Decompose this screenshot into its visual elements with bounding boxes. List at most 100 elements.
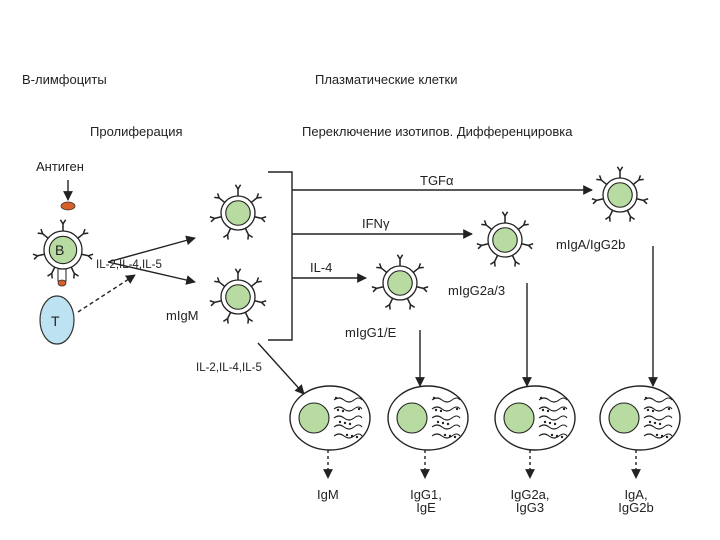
antibody-receptor-icon bbox=[250, 193, 262, 203]
antibody-receptor-icon bbox=[511, 254, 521, 267]
plasma-nucleus bbox=[503, 402, 535, 434]
antibody-receptor-icon bbox=[250, 277, 262, 287]
connectors bbox=[63, 171, 658, 479]
endoplasmic-reticulum bbox=[643, 396, 673, 439]
mig-a-cell bbox=[591, 166, 649, 222]
endoplasmic-reticulum bbox=[538, 396, 568, 439]
antibody-receptor-icon bbox=[616, 166, 624, 178]
migm-label: mIgM bbox=[166, 308, 199, 323]
mig-g1-label: mIgG1/E bbox=[345, 325, 397, 340]
plasma-cell-igg2a bbox=[494, 385, 576, 451]
antibody-receptor-icon bbox=[416, 286, 429, 293]
arrow-to-upper-cell bbox=[107, 235, 196, 263]
antibody-receptor-icon bbox=[626, 209, 636, 222]
plasma-cell-igg1 bbox=[387, 385, 469, 451]
antibody-receptor-icon bbox=[596, 175, 608, 185]
tcr-receptor bbox=[57, 267, 67, 282]
antibody-receptor-icon bbox=[396, 254, 404, 266]
antibody-receptor-icon bbox=[234, 268, 242, 280]
cell-nucleus bbox=[48, 235, 78, 265]
antibody-receptor-icon bbox=[604, 209, 614, 222]
antibody-receptor-icon bbox=[214, 193, 226, 203]
antibody-receptor-icon bbox=[489, 254, 499, 267]
product-igg1-line1: IgG1, bbox=[410, 487, 442, 502]
plasma-arrow-1 bbox=[257, 342, 305, 395]
mig-g2a-label: mIgG2a/3 bbox=[448, 283, 506, 298]
plasma-nucleus bbox=[396, 402, 428, 434]
b-cell bbox=[32, 219, 94, 279]
cell-nucleus bbox=[225, 200, 251, 226]
tgf-label: TGFα bbox=[420, 173, 454, 188]
product-iga: IgA, IgG2b bbox=[604, 488, 668, 514]
b-cells bbox=[32, 166, 649, 324]
antibody-receptor-icon bbox=[406, 297, 416, 310]
cell-nucleus bbox=[387, 270, 413, 296]
product-igg1: IgG1, IgE bbox=[400, 488, 452, 514]
switching-heading: Переключение изотипов. Дифференцировка bbox=[302, 124, 573, 139]
mig-g1-cell bbox=[371, 254, 429, 310]
arrow-to-lower-cell bbox=[107, 261, 196, 285]
b-cells-heading: В-лимфоциты bbox=[22, 72, 107, 87]
antibody-receptor-icon bbox=[632, 175, 644, 185]
il4-label: IL-4 bbox=[310, 260, 333, 275]
antibody-receptor-icon bbox=[244, 227, 254, 240]
product-igg2a-line1: IgG2a, bbox=[510, 487, 550, 502]
ifn-label: IFNγ bbox=[362, 216, 390, 231]
antibody-receptor-icon bbox=[476, 243, 489, 250]
antibody-receptor-icon bbox=[37, 228, 49, 239]
antibody-receptor-icon bbox=[501, 211, 509, 223]
antibody-receptor-icon bbox=[384, 297, 394, 310]
product-iga-line2: IgG2b bbox=[618, 500, 654, 515]
product-iga-line1: IgA, bbox=[624, 487, 648, 502]
antibody-receptor-icon bbox=[521, 243, 534, 250]
antibody-receptor-icon bbox=[209, 300, 222, 307]
plasma-cell-iga bbox=[599, 385, 681, 451]
plasma-cells-heading: Плазматические клетки bbox=[315, 72, 458, 87]
antibody-receptor-icon bbox=[412, 263, 424, 273]
proliferating-cell-upper bbox=[209, 184, 267, 240]
product-igg2a-line2: IgG3 bbox=[515, 500, 545, 515]
antibody-receptor-icon bbox=[222, 311, 232, 324]
antibody-receptor-icon bbox=[517, 220, 529, 230]
antigen-label: Антиген bbox=[36, 159, 84, 174]
proliferation-heading: Пролиферация bbox=[90, 124, 183, 139]
cell-nucleus bbox=[492, 227, 518, 253]
cell-nucleus bbox=[607, 182, 633, 208]
antibody-receptor-icon bbox=[254, 216, 267, 223]
antibody-receptor-icon bbox=[77, 228, 89, 239]
t-cell-label: T bbox=[51, 313, 60, 329]
antibody-receptor-icon bbox=[376, 263, 388, 273]
mig-a-label: mIgA/IgG2b bbox=[556, 237, 626, 252]
plasma-nucleus bbox=[298, 402, 330, 434]
antibody-receptor-icon bbox=[32, 253, 45, 260]
antigen-icon bbox=[60, 201, 76, 211]
antibody-receptor-icon bbox=[244, 311, 254, 324]
plasma-cells bbox=[289, 385, 681, 451]
plasma-nucleus bbox=[608, 402, 640, 434]
t-cell bbox=[39, 295, 75, 345]
proliferating-cell-lower bbox=[209, 268, 267, 324]
antibody-receptor-icon bbox=[481, 220, 493, 230]
antibody-receptor-icon bbox=[636, 198, 649, 205]
switch-bracket bbox=[268, 171, 293, 341]
antibody-receptor-icon bbox=[59, 219, 67, 231]
antibody-receptor-icon bbox=[214, 277, 226, 287]
product-igg1-line2: IgE bbox=[416, 500, 436, 515]
endoplasmic-reticulum bbox=[333, 396, 363, 439]
antibody-receptor-icon bbox=[81, 253, 94, 260]
antibody-receptor-icon bbox=[234, 184, 242, 196]
cytokines-top-label: IL-2,IL-4,IL-5 bbox=[96, 259, 162, 271]
antibody-receptor-icon bbox=[591, 198, 604, 205]
antibody-receptor-icon bbox=[47, 266, 56, 279]
t-cell-dashed-arrow bbox=[77, 274, 136, 313]
mig-g2a-cell bbox=[476, 211, 534, 267]
antibody-receptor-icon bbox=[209, 216, 222, 223]
product-igm: IgM bbox=[317, 487, 339, 502]
cell-nucleus bbox=[225, 284, 251, 310]
endoplasmic-reticulum bbox=[431, 396, 461, 439]
b-cell-label: B bbox=[55, 242, 65, 258]
product-igg2a: IgG2a, IgG3 bbox=[500, 488, 560, 514]
cytokines-bottom-label: IL-2,IL-4,IL-5 bbox=[196, 362, 262, 374]
antibody-receptor-icon bbox=[222, 227, 232, 240]
